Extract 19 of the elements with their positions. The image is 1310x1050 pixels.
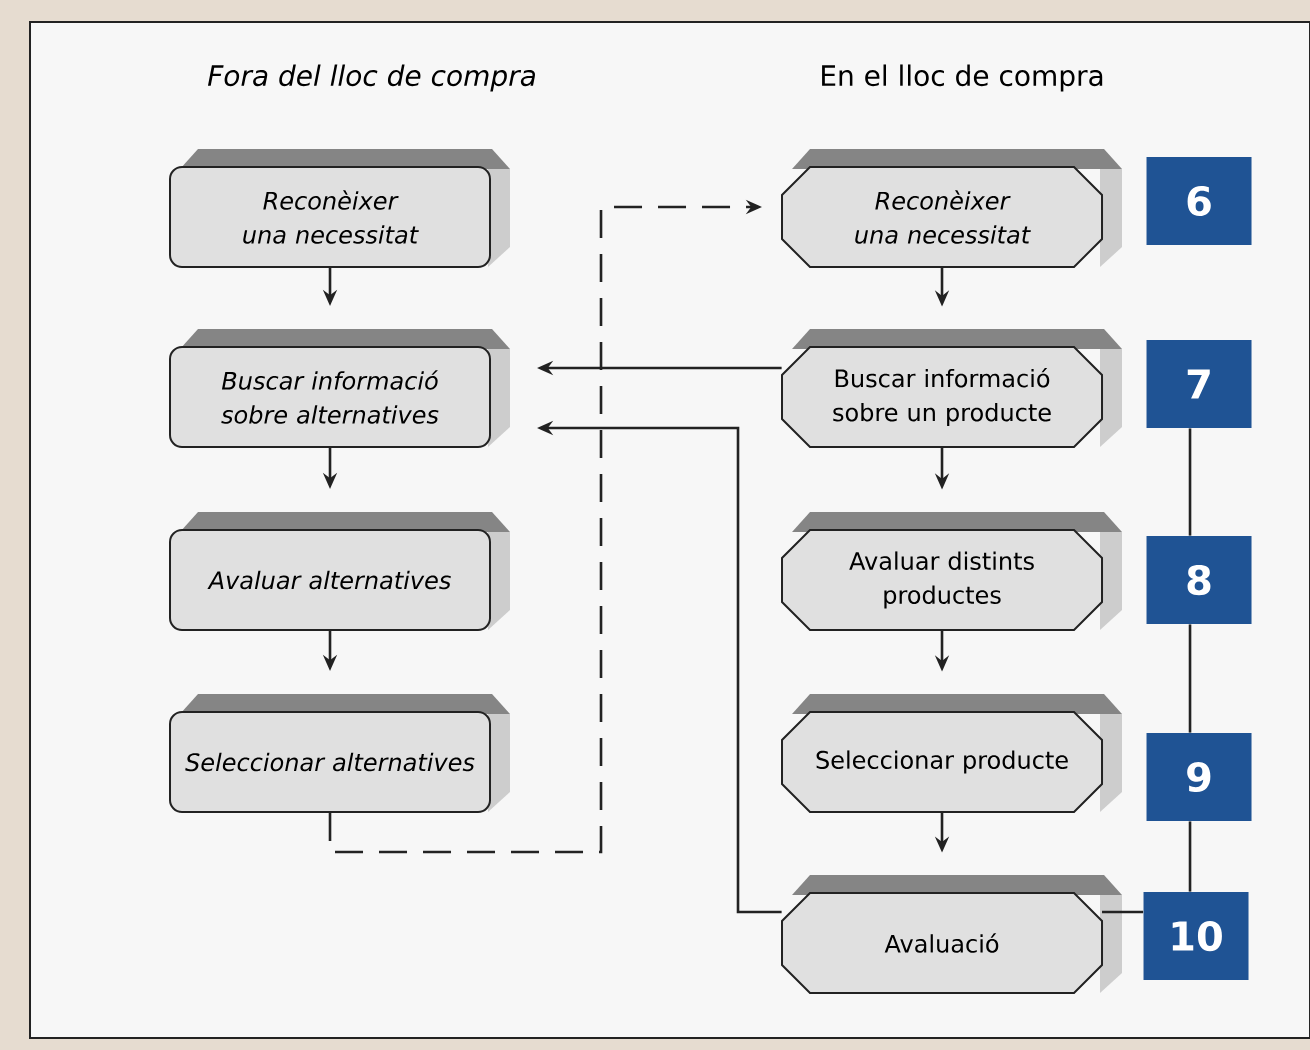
- process-box: Buscar informació sobre alternatives: [169, 329, 510, 448]
- process-box: Reconèixer una necessitat: [169, 149, 510, 268]
- number-badge: 7: [1146, 340, 1252, 428]
- octagon-box: Seleccionar producte: [781, 694, 1122, 813]
- octagon-box: Reconèixer una necessitat: [781, 149, 1122, 268]
- number-badge: 9: [1146, 733, 1252, 821]
- connector-line: [1188, 428, 1192, 536]
- number-badge: 10: [1143, 892, 1249, 980]
- process-box: Seleccionar alternatives: [169, 694, 510, 813]
- connector-line: [1188, 624, 1192, 733]
- octagon-box: Avaluar distints productes: [781, 512, 1122, 631]
- connector-line: [1188, 821, 1192, 892]
- column-heading: Fora del lloc de compra: [207, 64, 535, 92]
- octagon-box: Buscar informació sobre un producte: [781, 329, 1122, 448]
- number-badge: 8: [1146, 536, 1252, 624]
- column-heading: En el lloc de compra: [822, 64, 1103, 92]
- octagon-box: Avaluació: [781, 875, 1122, 994]
- process-box: Avaluar alternatives: [169, 512, 510, 631]
- number-badge: 6: [1146, 157, 1252, 245]
